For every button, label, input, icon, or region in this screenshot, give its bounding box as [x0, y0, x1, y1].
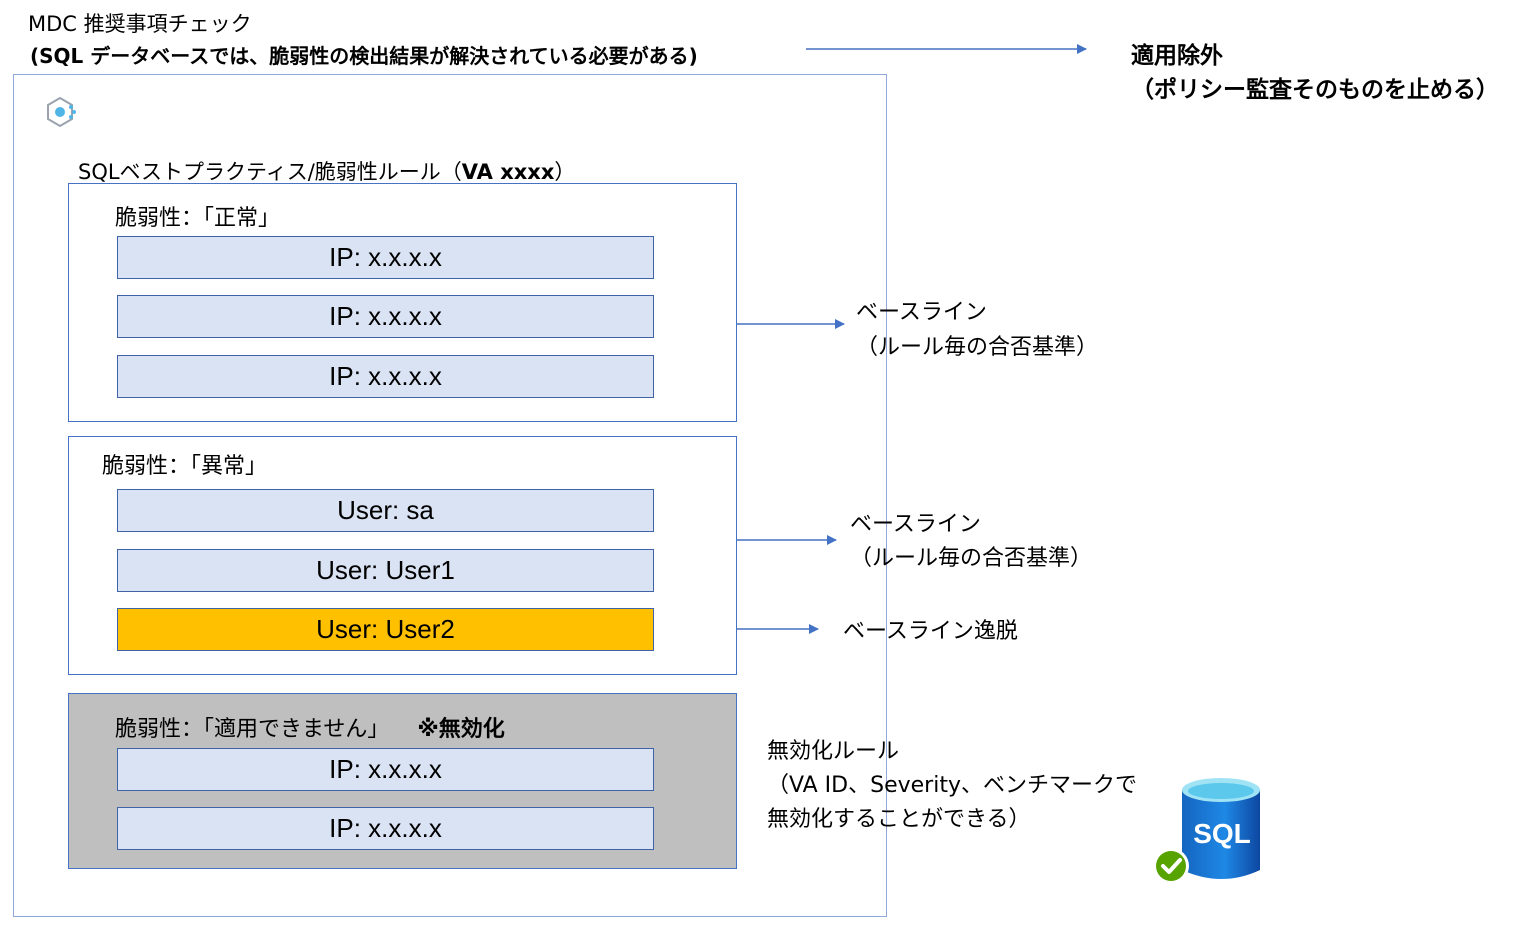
header-title: MDC 推奨事項チェック [28, 12, 252, 36]
panel-not-applicable-label: 脆弱性：「適用できません」※無効化 [115, 717, 505, 742]
baseline1-line1: ベースライン [856, 300, 987, 325]
abnormal-item-3-deviation: User: User2 [117, 608, 654, 651]
sql-icon-text: SQL [1193, 818, 1251, 849]
disabled-badge: ※無効化 [417, 717, 505, 742]
abnormal-item-1: User: sa [117, 489, 654, 532]
baseline2-line1: ベースライン [850, 512, 981, 537]
defender-icon [47, 96, 76, 128]
panel-abnormal-label: 脆弱性：「異常」 [102, 454, 268, 479]
abnormal-item-2: User: User1 [117, 549, 654, 592]
rules-title: SQLベストプラクティス/脆弱性ルール（VA xxxx） [78, 160, 576, 184]
exemption-note: （ポリシー監査そのものを止める） [1131, 77, 1499, 103]
baseline2-line2: （ルール毎の合否基準） [850, 546, 1093, 571]
not-applicable-item-2: IP: x.x.x.x [117, 807, 654, 850]
disabled-rule-line2: （VA ID、Severity、ベンチマークで [767, 773, 1137, 798]
exemption-title: 適用除外 [1131, 43, 1223, 69]
disabled-rule-line1: 無効化ルール [767, 739, 900, 764]
outer-frame [13, 74, 887, 917]
normal-item-1: IP: x.x.x.x [117, 236, 654, 279]
sql-database-icon: SQL [1146, 774, 1266, 892]
normal-item-3: IP: x.x.x.x [117, 355, 654, 398]
disabled-rule-line3: 無効化することができる） [767, 807, 1031, 832]
deviation-label: ベースライン逸脱 [843, 619, 1018, 644]
normal-item-2: IP: x.x.x.x [117, 295, 654, 338]
header-subtitle: (SQL データベースでは、脆弱性の検出結果が解決されている必要がある) [30, 44, 698, 68]
panel-normal-label: 脆弱性：「正常」 [115, 206, 281, 231]
not-applicable-item-1: IP: x.x.x.x [117, 748, 654, 791]
baseline1-line2: （ルール毎の合否基準） [856, 335, 1099, 360]
